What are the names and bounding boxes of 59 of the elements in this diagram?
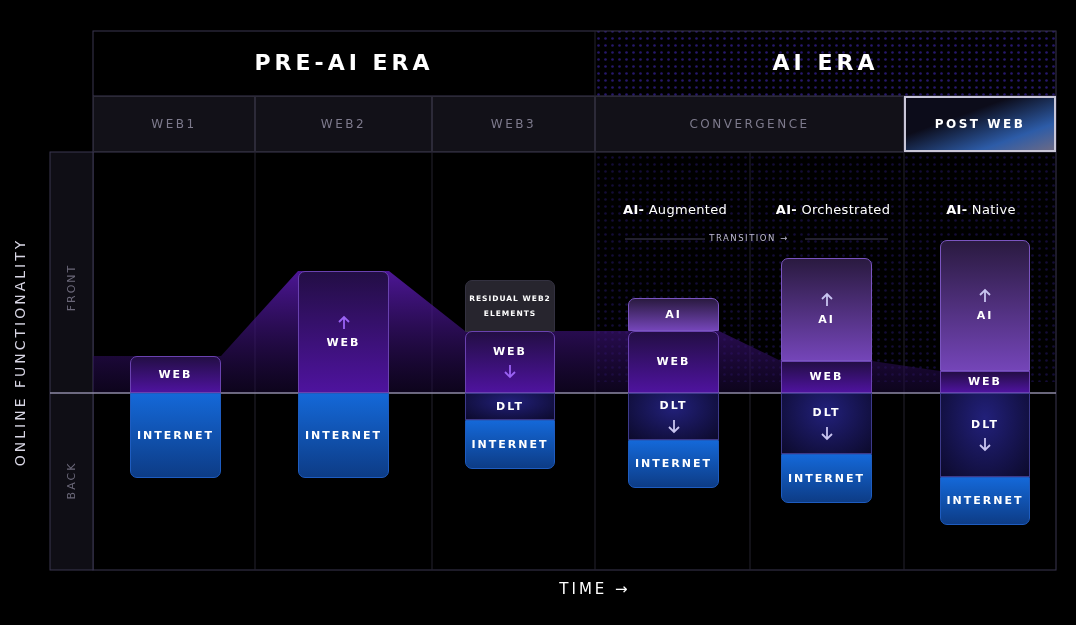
phase-header [432,96,595,152]
layer-label: DLT [496,399,524,414]
phase-header [595,96,904,152]
ai-layer [628,298,719,331]
dlt-layer [465,393,555,420]
era-title: AI ERA [772,50,879,77]
layer-label: DLT [659,399,688,413]
layer-label: DLT [971,417,999,432]
axis-label: BACK [65,461,79,499]
layer-label: AI [665,307,682,322]
phase-title: WEB3 [490,116,537,132]
web-layer [628,331,719,393]
layer-label: INTERNET [788,471,865,486]
column-label: AI- Orchestrated [775,201,891,217]
layer-label: INTERNET [137,428,214,443]
web-layer [298,271,389,393]
axis-title: ONLINE FUNCTIONALITY [12,237,28,467]
phase-header [255,96,432,152]
layer-label: INTERNET [635,457,712,471]
layer-label: DLT [812,406,841,420]
ai-layer [940,240,1030,371]
internet-layer [130,393,221,478]
internet-layer [298,393,389,478]
layer-label: WEB [158,367,193,382]
phase-title: POST WEB [934,116,1026,132]
ai-layer [781,258,872,361]
axis-label: FRONT [65,263,79,311]
layer-label: INTERNET [305,428,382,443]
axis-title: TIME → [559,580,631,598]
transition-label: TRANSITION → [709,233,789,243]
era-title: PRE-AI ERA [254,50,434,77]
column-label: AI- Augmented [623,201,727,217]
internet-layer [781,454,872,503]
layer-label: WEB [967,375,1002,389]
dlt-layer [940,393,1030,477]
layer-label: INTERNET [471,437,549,452]
dlt-layer [781,393,872,454]
layer-label: WEB [326,335,361,350]
layer-label: WEB [656,355,691,369]
web-layer [130,356,221,393]
phase-title: CONVERGENCE [689,116,810,132]
phase-header [93,96,255,152]
layer-label: AI [818,313,835,327]
web-layer [781,361,872,393]
phase-title: WEB1 [151,116,197,132]
internet-layer [465,420,555,469]
web-layer [465,331,555,393]
layer-label: AI [976,309,994,323]
phase-header [904,96,1056,152]
layer-label: WEB [492,344,527,359]
layer-label: WEB [809,370,844,384]
layer-label: INTERNET [946,494,1024,508]
dlt-layer [628,393,719,440]
column-label: AI- Native [946,201,1016,217]
internet-layer [628,440,719,488]
web-layer [940,371,1030,393]
residual-layer [465,280,555,332]
phase-title: WEB2 [320,116,367,132]
internet-layer [940,477,1030,525]
